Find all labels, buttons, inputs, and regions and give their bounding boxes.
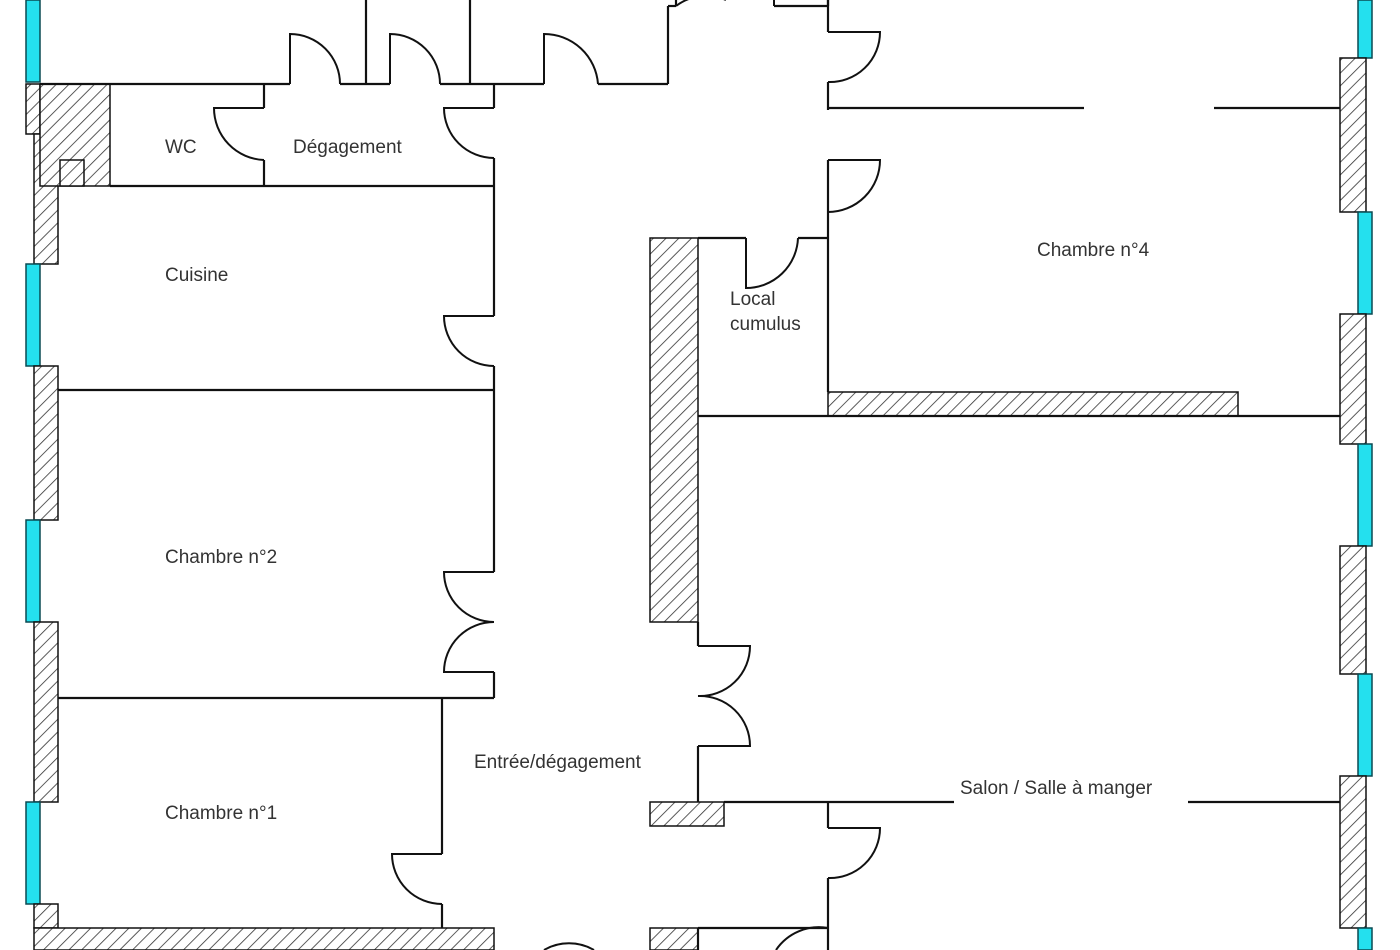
door-chambre1 (390, 853, 443, 905)
left-exterior-wall (25, 0, 59, 929)
door-top-1 (289, 32, 341, 85)
door-salon-a (697, 645, 752, 698)
partition-walls (40, 0, 1340, 950)
room-label-chambre1: Chambre n°1 (165, 803, 277, 824)
door-bottom-right (827, 827, 882, 880)
room-label-degagement: Dégagement (293, 137, 403, 158)
door-degagement (442, 107, 495, 159)
door-right-1 (827, 31, 882, 84)
door-bottom-small (775, 926, 829, 950)
room-label-wc: WC (165, 137, 197, 158)
room-label-chambre2: Chambre n°2 (165, 547, 277, 568)
door-cuisine (442, 315, 495, 367)
door-salon-b (697, 694, 752, 747)
door-local (745, 237, 799, 290)
doors (212, 0, 882, 950)
door-bottom-entry (543, 942, 595, 950)
door-right-2 (827, 159, 882, 213)
structural-walls (39, 83, 1239, 827)
bottom-walls (33, 927, 699, 950)
right-exterior-wall (1339, 0, 1373, 950)
room-label-entree: Entrée/dégagement (474, 752, 642, 773)
door-wc (212, 107, 265, 161)
door-top-3 (543, 32, 599, 85)
room-label-cumulus: cumulus (730, 314, 801, 335)
room-label-local: Local (730, 289, 775, 310)
door-chambre2-a (442, 571, 495, 623)
room-label-cuisine: Cuisine (165, 265, 228, 286)
door-chambre2-b (442, 621, 495, 673)
door-top-2 (389, 32, 441, 85)
room-label-chambre4: Chambre n°4 (1037, 240, 1150, 261)
room-labels: WC Dégagement Cuisine Chambre n°4 Local … (165, 137, 1153, 824)
room-label-salon: Salon / Salle à manger (960, 778, 1153, 799)
door-top-4 (675, 0, 726, 7)
